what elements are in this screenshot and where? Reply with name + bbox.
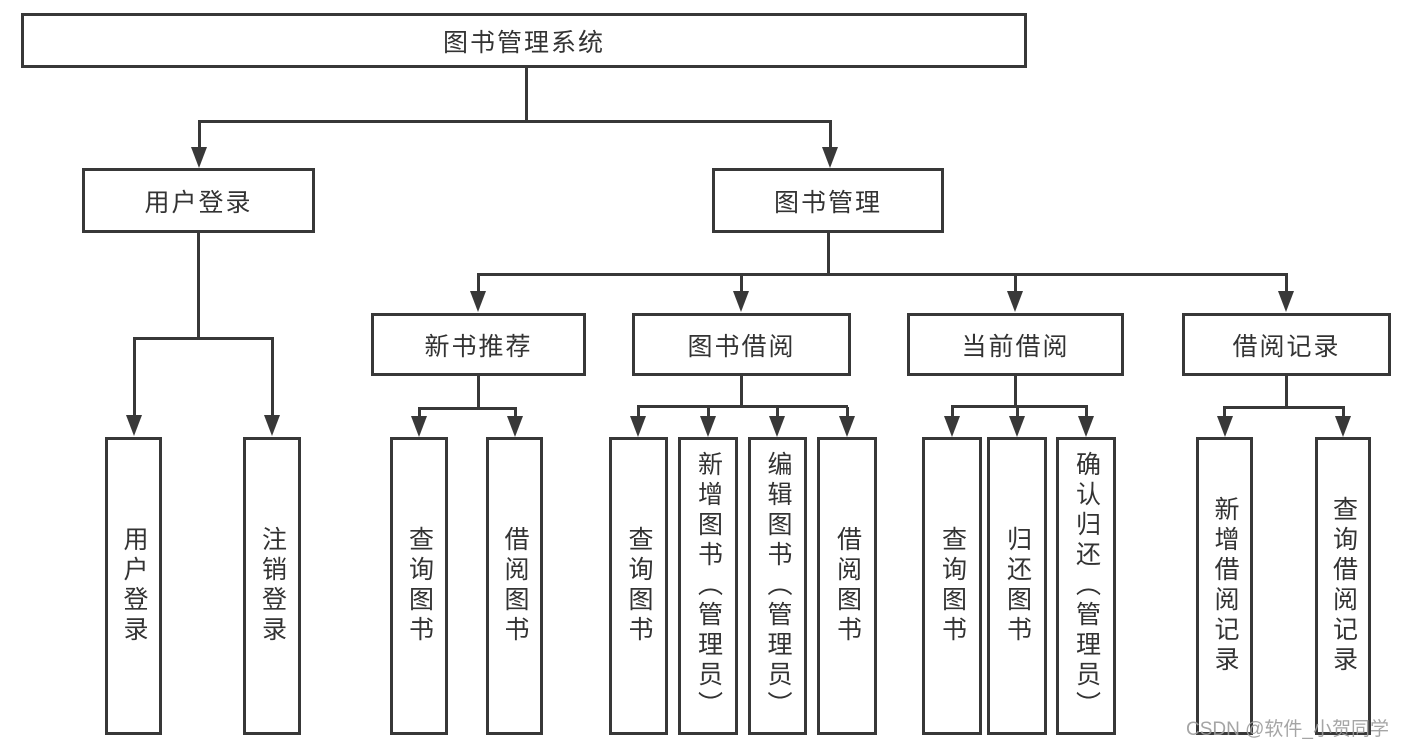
leaf-records-query: 查询借阅记录: [1315, 437, 1371, 735]
connector-new-books-trunk: [477, 376, 480, 410]
arrow-book-borrow-leaf-3: [768, 407, 786, 437]
arrow-to-borrow-records: [1277, 275, 1295, 312]
leaf-current-query: 查询图书: [922, 437, 982, 735]
connector-book-borrow-trunk: [740, 376, 743, 408]
node-root-book-management-system: 图书管理系统: [21, 13, 1027, 68]
node-borrow-records: 借阅记录: [1182, 313, 1391, 376]
connector-root-trunk: [524, 66, 528, 123]
connector-user-login-bar: [132, 337, 274, 340]
node-label: 图书管理: [773, 188, 882, 217]
leaf-label: 用户登录: [120, 526, 148, 646]
arrow-to-book-borrow: [732, 275, 750, 312]
node-user-login: 用户登录: [82, 168, 315, 233]
arrow-current-borrow-leaf-2: [1008, 407, 1026, 437]
arrow-to-leaf-login: [125, 340, 143, 436]
leaf-borrow-query: 查询图书: [609, 437, 668, 735]
arrow-to-user-login: [190, 122, 208, 168]
connector-borrow-records-bar: [1223, 406, 1345, 409]
connector-book-borrow-bar: [637, 405, 848, 408]
connector-new-books-bar: [417, 407, 517, 410]
arrow-to-new-books: [469, 275, 487, 312]
leaf-label: 编辑图书（管理员）: [764, 451, 792, 721]
connector-book-management-trunk: [827, 233, 830, 276]
node-book-borrow: 图书借阅: [632, 313, 851, 376]
leaf-logout: 注销登录: [243, 437, 301, 735]
arrow-borrow-records-leaf-1: [1216, 408, 1234, 437]
leaf-user-login: 用户登录: [105, 437, 162, 735]
arrow-new-books-leaf-1: [410, 409, 428, 437]
arrow-to-book-management: [821, 122, 839, 168]
leaf-label: 注销登录: [258, 526, 287, 646]
csdn-watermark: CSDN @软件_小贺同学: [1186, 719, 1389, 740]
arrow-borrow-records-leaf-2: [1334, 408, 1352, 437]
leaf-label: 归还图书: [1003, 526, 1032, 646]
arrow-new-books-leaf-2: [506, 409, 524, 437]
connector-book-management-bar: [476, 273, 1288, 276]
arrow-book-borrow-leaf-4: [838, 407, 856, 437]
arrow-to-current-borrow: [1006, 275, 1024, 312]
leaf-label: 查询图书: [938, 526, 967, 646]
leaf-label: 确认归还（管理员）: [1072, 451, 1101, 721]
leaf-label: 新增借阅记录: [1211, 496, 1239, 676]
arrow-book-borrow-leaf-2: [699, 407, 717, 437]
leaf-current-confirm-return-admin: 确认归还（管理员）: [1056, 437, 1116, 735]
leaf-label: 借阅图书: [833, 526, 862, 646]
leaf-label: 查询借阅记录: [1329, 496, 1358, 676]
leaf-borrow-borrow: 借阅图书: [817, 437, 877, 735]
node-label: 新书推荐: [424, 332, 533, 361]
node-label: 用户登录: [144, 188, 253, 217]
leaf-label: 新增图书（管理员）: [694, 451, 723, 721]
leaf-new-books-borrow: 借阅图书: [486, 437, 543, 735]
connector-current-borrow-bar: [950, 405, 1088, 408]
leaf-current-return: 归还图书: [987, 437, 1047, 735]
connector-borrow-records-trunk: [1285, 376, 1288, 409]
connector-root-bar: [197, 120, 832, 123]
arrow-current-borrow-leaf-3: [1077, 407, 1095, 437]
node-label: 当前借阅: [961, 332, 1070, 361]
node-label: 图书借阅: [687, 332, 796, 361]
leaf-records-add: 新增借阅记录: [1196, 437, 1253, 735]
leaf-borrow-add-admin: 新增图书（管理员）: [678, 437, 738, 735]
leaf-label: 查询图书: [405, 526, 434, 646]
leaf-label: 查询图书: [625, 526, 653, 646]
node-label: 借阅记录: [1232, 332, 1341, 361]
node-new-books: 新书推荐: [371, 313, 586, 376]
arrow-current-borrow-leaf-1: [943, 407, 961, 437]
connector-current-borrow-trunk: [1014, 376, 1017, 408]
connector-user-login-trunk: [197, 233, 200, 340]
arrow-book-borrow-leaf-1: [629, 407, 647, 437]
leaf-borrow-edit-admin: 编辑图书（管理员）: [748, 437, 807, 735]
leaf-label: 借阅图书: [501, 526, 529, 646]
node-label: 图书管理系统: [442, 28, 605, 57]
node-book-management: 图书管理: [712, 168, 944, 233]
arrow-to-leaf-logout: [263, 340, 281, 436]
leaf-new-books-query: 查询图书: [390, 437, 448, 735]
node-current-borrow: 当前借阅: [907, 313, 1124, 376]
